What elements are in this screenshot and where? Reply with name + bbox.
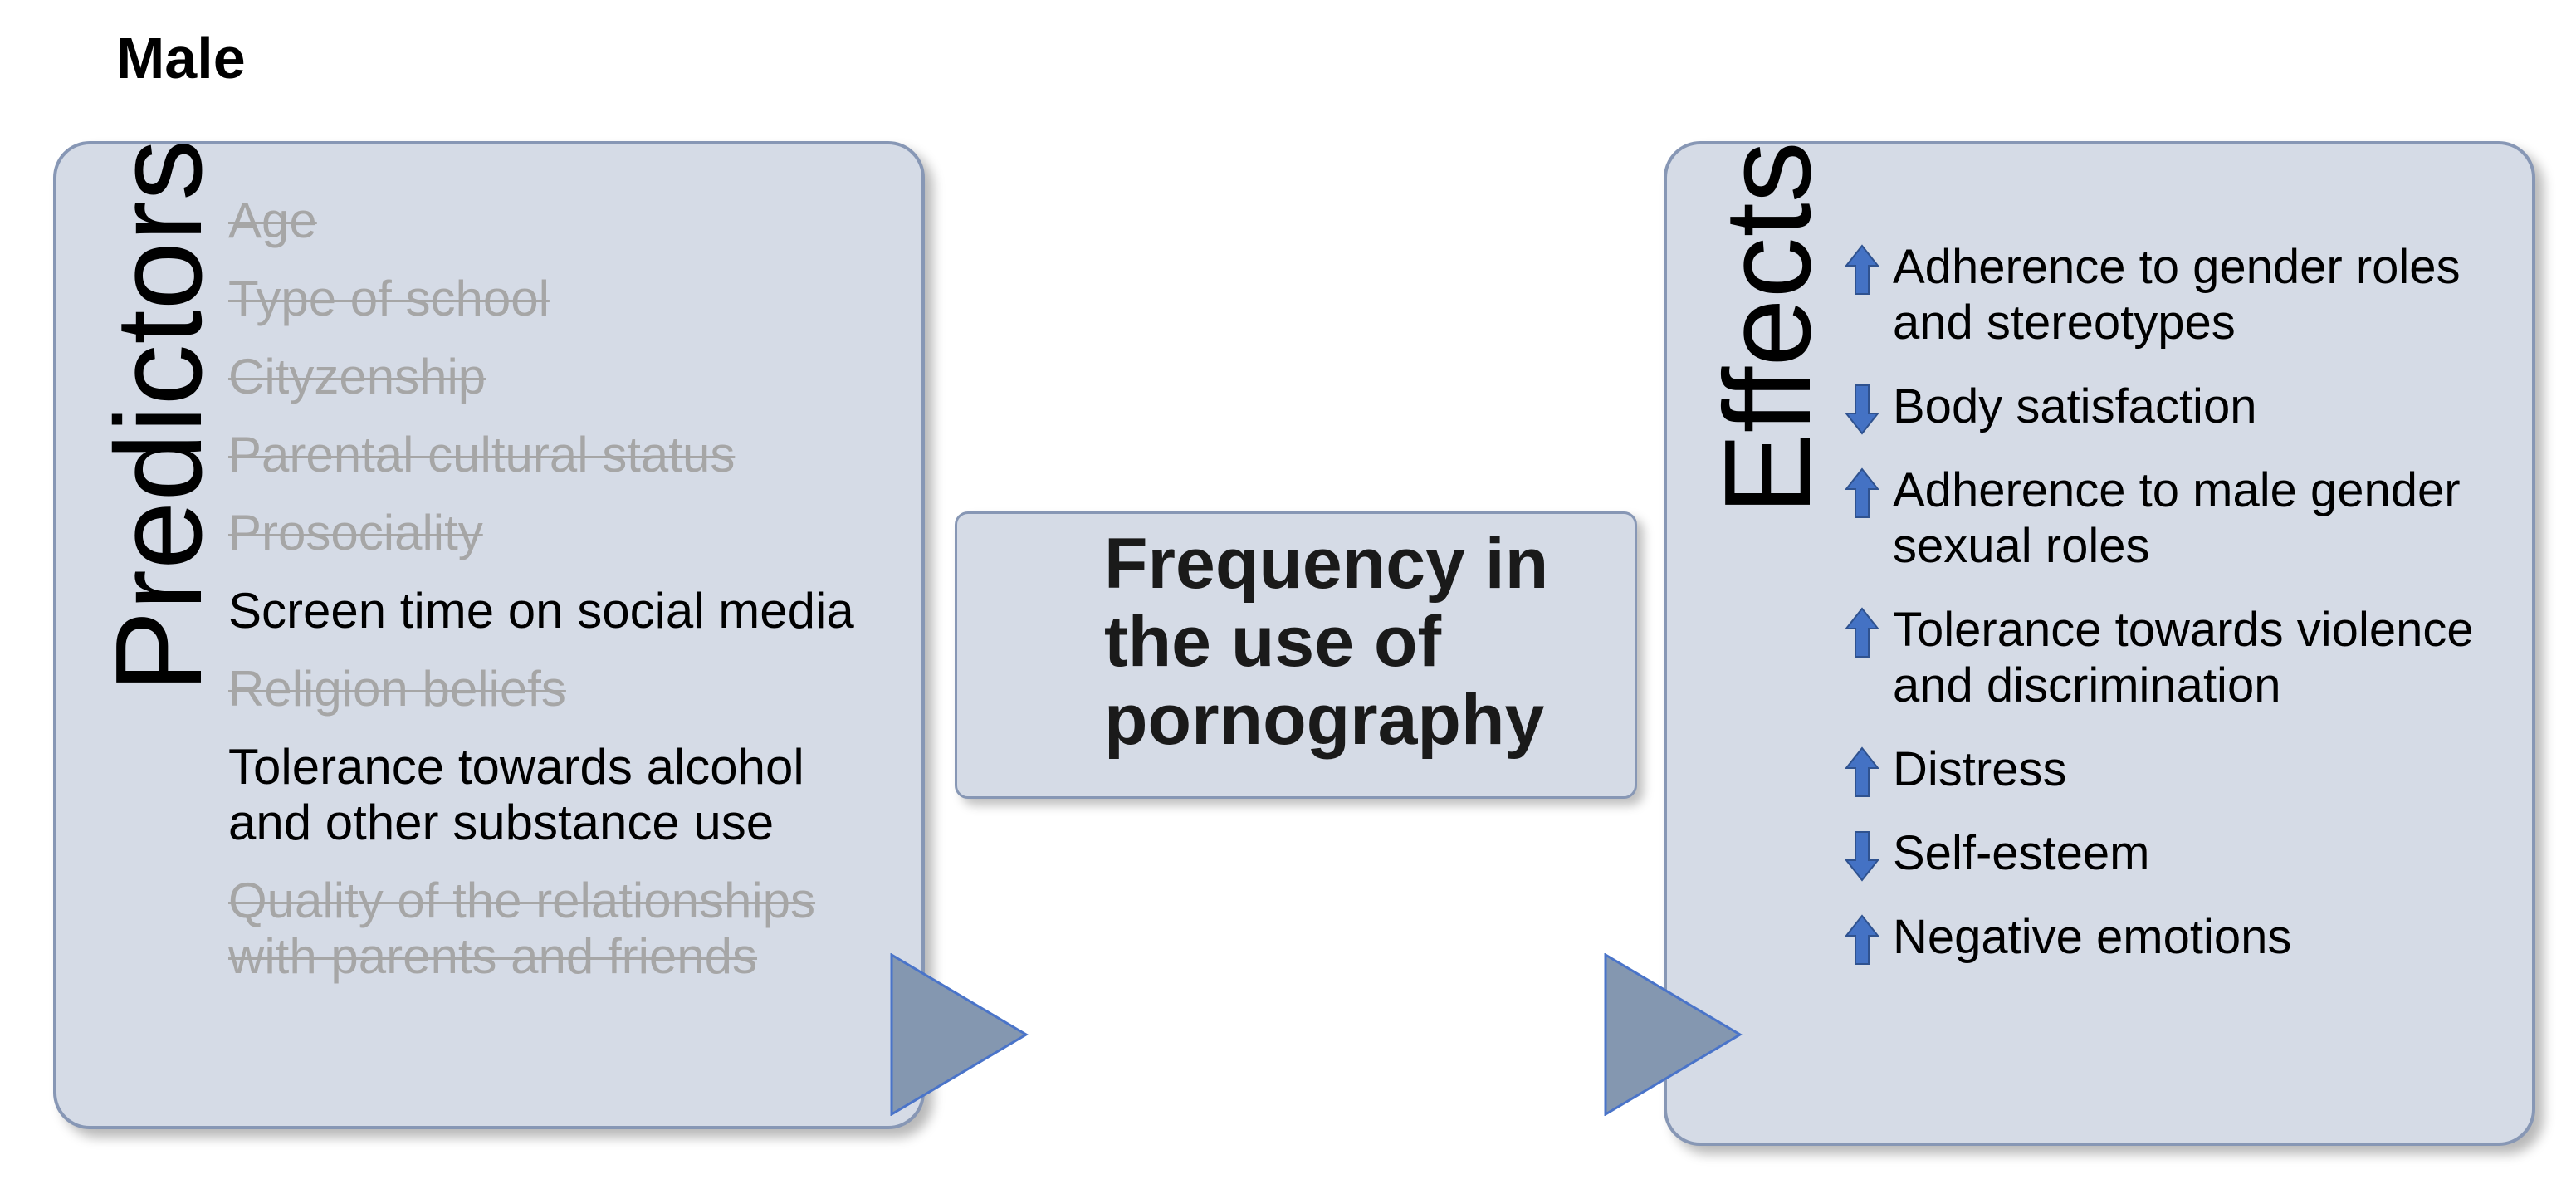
predictor-item: Quality of the relationships with parent… — [228, 873, 816, 984]
effect-label: Distress — [1893, 742, 2067, 796]
arrow-up-icon — [1844, 746, 1880, 798]
effect-item: Adherence to gender roles and stereotype… — [1844, 239, 2509, 350]
effect-item: Negative emotions — [1844, 909, 2509, 966]
predictors-panel — [53, 141, 925, 1129]
effect-item: Self-esteem — [1844, 825, 2509, 882]
triangle-shape — [890, 953, 1029, 1116]
arrow-down-icon — [1844, 830, 1880, 882]
effect-label: Body satisfaction — [1893, 379, 2257, 433]
connector-triangle-right — [1604, 953, 1743, 1116]
predictor-item: Parental cultural status — [228, 427, 736, 482]
effect-label: Negative emotions — [1893, 910, 2292, 964]
effect-item: Body satisfaction — [1844, 379, 2509, 435]
effects-panel — [1664, 141, 2535, 1146]
predictor-item: Screen time on social media — [228, 583, 854, 639]
predictor-item: Tolerance towards alcohol and other subs… — [228, 739, 804, 850]
effect-label: Adherence to male gender sexual roles — [1893, 463, 2461, 573]
predictor-item: Religion beliefs — [228, 661, 566, 717]
triangle-shape — [1604, 953, 1743, 1116]
effect-item: Adherence to male gender sexual roles — [1844, 462, 2509, 574]
predictor-item: Type of school — [228, 271, 550, 326]
predictor-item: Prosociality — [228, 505, 483, 560]
effects-heading: Effects — [1699, 141, 1836, 515]
effect-item: Tolerance towards violence and discrimin… — [1844, 602, 2509, 713]
effect-label: Self-esteem — [1893, 826, 2150, 880]
arrow-down-icon — [1844, 384, 1880, 435]
arrow-up-icon — [1844, 607, 1880, 658]
effect-label: Tolerance towards violence and discrimin… — [1893, 603, 2474, 712]
connector-triangle-left — [890, 953, 1029, 1116]
effect-label: Adherence to gender roles and stereotype… — [1893, 240, 2461, 350]
predictors-heading: Predictors — [90, 139, 227, 692]
arrow-up-icon — [1844, 914, 1880, 966]
diagram-title: Male — [116, 26, 246, 91]
center-label: Frequency in the use of pornography — [1104, 524, 1549, 760]
predictor-item: Cityzenship — [228, 349, 486, 404]
predictor-item: Age — [228, 193, 317, 248]
center-panel — [955, 511, 1637, 799]
predictors-list: Age Type of school Cityzenship Parental … — [228, 193, 892, 1006]
arrow-up-icon — [1844, 467, 1880, 519]
arrow-up-icon — [1844, 244, 1880, 296]
effects-list: Adherence to gender roles and stereotype… — [1844, 239, 2509, 993]
effect-item: Distress — [1844, 741, 2509, 798]
